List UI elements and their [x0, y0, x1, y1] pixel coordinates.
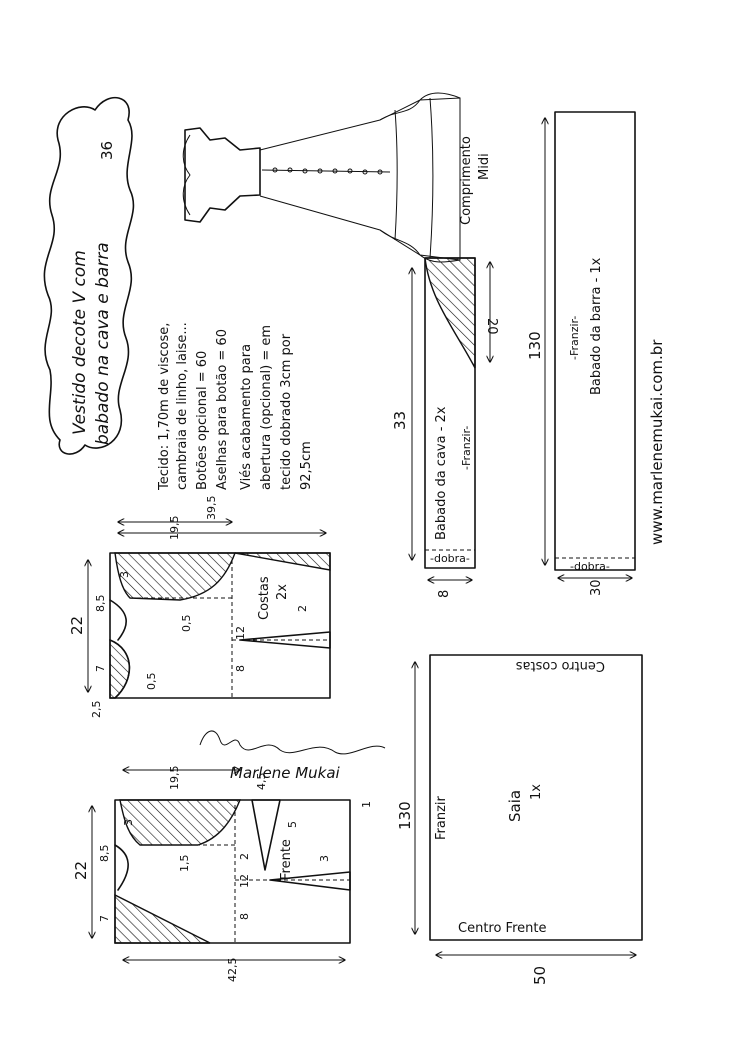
front-name: Frente — [279, 839, 294, 880]
signature: Marlene Mukai — [199, 730, 386, 782]
title-line-1: Vestido decote V com — [70, 250, 90, 435]
back-dart-c: 2 — [296, 605, 309, 612]
front-total-width: 42,5 — [226, 958, 239, 983]
back-side: 2,5 — [90, 701, 103, 719]
back-shoulder: 0,5 — [180, 615, 193, 633]
sleeve-ruffle-width: 8 — [437, 590, 452, 598]
front-top-width: 19,5 — [168, 766, 181, 791]
skirt-center-front: Centro Frente — [458, 921, 546, 936]
dress-sketch: Comprimento Midi — [182, 92, 492, 263]
skirt-center-back: Centro costas — [516, 658, 605, 673]
dress-length-label: Comprimento — [459, 136, 474, 225]
note-fabric: Tecido: 1,70m de viscose, — [157, 323, 172, 491]
front-tuck: 4,5 — [255, 773, 268, 791]
note-facing: Viés acabamento para — [239, 344, 254, 490]
title-cloud: Vestido decote V com babado na cava e ba… — [43, 96, 135, 455]
back-total-width: 39,5 — [205, 496, 218, 521]
hem-ruffle-width: 30 — [589, 579, 604, 596]
back-curve: 0,5 — [145, 673, 158, 691]
note-loops: Aselhas para botão = 60 — [215, 329, 230, 490]
back-height: 22 — [68, 616, 86, 635]
back-dart-a: 12 — [234, 626, 247, 640]
front-dart-a: 12 — [238, 874, 251, 888]
hem-ruffle-gather: -Franzir- — [568, 316, 581, 360]
skirt-count: 1x — [529, 784, 544, 800]
signature-text: Marlene Mukai — [230, 764, 341, 782]
back-neck: 3 — [118, 571, 131, 578]
back-name: Costas — [257, 576, 272, 620]
front-shoulder: 1,5 — [178, 855, 191, 873]
website-url: www.marlenemukai.com.br — [648, 339, 666, 545]
sleeve-ruffle-gather: -Franzir- — [460, 426, 473, 470]
note-fabric-2: cambraia de linho, laise... — [175, 322, 190, 490]
sleeve-ruffle-curve: 20 — [484, 318, 499, 335]
fabric-notes: Tecido: 1,70m de viscose, cambraia de li… — [157, 322, 314, 491]
back-armhole-b: 7 — [94, 665, 107, 672]
hem-ruffle-fold: -dobra- — [570, 560, 610, 573]
title-size: 36 — [98, 141, 116, 160]
front-armhole-b: 7 — [98, 915, 111, 922]
skirt-width: 50 — [531, 966, 549, 985]
skirt-length: 130 — [396, 801, 414, 830]
back-armhole-a: 8,5 — [94, 595, 107, 613]
hem-ruffle-name: Babado da barra - 1x — [589, 257, 604, 395]
front-neck: 3 — [122, 819, 135, 826]
note-facing-3: tecido dobrado 3cm por — [279, 333, 294, 490]
skirt-piece: 130 50 Saia 1x Franzir Centro Frente Cen… — [396, 654, 643, 985]
dress-length-value: Midi — [477, 153, 492, 180]
front-dart-d: 3 — [318, 855, 331, 862]
note-facing-4: 92,5cm — [299, 441, 314, 490]
sleeve-ruffle-length: 33 — [391, 411, 409, 430]
front-mark: 1 — [360, 801, 373, 808]
front-dart-b: 8 — [238, 913, 251, 920]
title-line-2: babado na cava e barra — [93, 242, 113, 445]
front-armhole-a: 8,5 — [98, 845, 111, 863]
back-top-width: 19,5 — [168, 516, 181, 541]
sleeve-ruffle-fold: -dobra- — [430, 552, 470, 565]
hem-ruffle-piece: 130 30 Babado da barra - 1x -Franzir- -d… — [526, 111, 666, 596]
front-dart-c: 2 — [238, 853, 251, 860]
front-bodice-piece: 19,5 42,5 22 3 8,5 7 1,5 4,5 1 12 8 2 3 … — [72, 766, 373, 983]
skirt-gather: Franzir — [434, 795, 449, 840]
button-row — [272, 167, 383, 175]
back-dart-b: 8 — [234, 665, 247, 672]
note-facing-2: abertura (opcional) = em — [259, 325, 274, 490]
sleeve-ruffle-piece: 33 8 20 Babado da cava - 2x -Franzir- -d… — [391, 257, 499, 598]
back-count: 2x — [275, 584, 290, 600]
front-height: 22 — [72, 861, 90, 880]
hem-ruffle-length: 130 — [526, 331, 544, 360]
skirt-name: Saia — [506, 790, 524, 822]
back-bodice-piece: 19,5 39,5 22 3 8,5 7 2,5 0,5 0,5 12 8 2 … — [68, 496, 331, 719]
front-dart-e: 5 — [286, 821, 299, 828]
note-buttons: Botões opcional = 60 — [195, 351, 210, 490]
sleeve-ruffle-name: Babado da cava - 2x — [434, 406, 449, 540]
